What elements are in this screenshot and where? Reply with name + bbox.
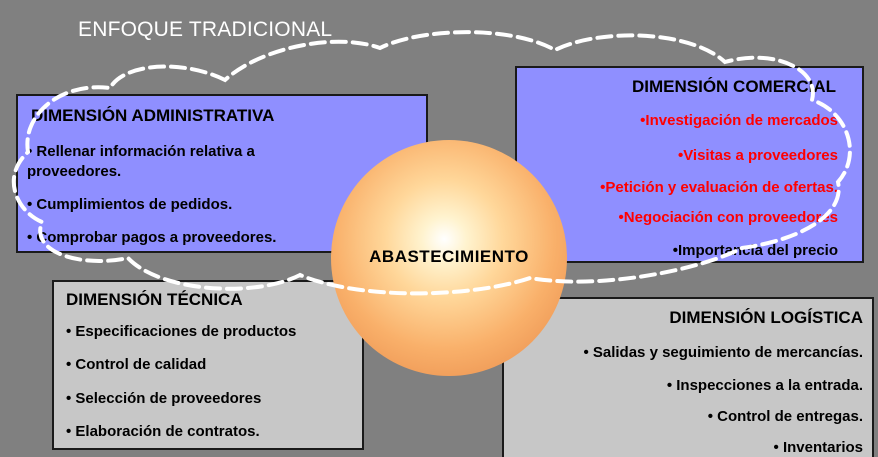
- tecnica-item: • Elaboración de contratos.: [66, 423, 260, 440]
- logistica-item: • Inventarios: [773, 439, 863, 456]
- comercial-item: •Petición y evaluación de ofertas.: [600, 179, 838, 196]
- box-dimension-logistica: DIMENSIÓN LOGÍSTICA • Salidas y seguimie…: [502, 297, 874, 457]
- admin-item: proveedores.: [27, 163, 122, 180]
- diagram-title: ENFOQUE TRADICIONAL: [78, 18, 333, 41]
- tecnica-item: • Control de calidad: [66, 356, 207, 373]
- admin-item: • Cumplimientos de pedidos.: [27, 196, 233, 213]
- logistica-item: • Salidas y seguimiento de mercancías.: [583, 344, 863, 361]
- admin-item: • Rellenar información relativa a: [27, 143, 255, 160]
- comercial-item: •Negociación con proveedores: [618, 209, 838, 226]
- box-title-logistica: DIMENSIÓN LOGÍSTICA: [669, 308, 863, 327]
- admin-item: • Comprobar pagos a proveedores.: [27, 229, 277, 246]
- box-dimension-tecnica: DIMENSIÓN TÉCNICA • Especificaciones de …: [52, 280, 364, 450]
- comercial-item: •Importancia del precio: [672, 242, 838, 259]
- box-title-comercial: DIMENSIÓN COMERCIAL: [632, 77, 836, 96]
- tecnica-item: • Selección de proveedores: [66, 390, 262, 407]
- tecnica-item: • Especificaciones de productos: [66, 323, 297, 340]
- logistica-item: • Inspecciones a la entrada.: [666, 377, 863, 394]
- box-title-tecnica: DIMENSIÓN TÉCNICA: [66, 290, 243, 309]
- box-dimension-comercial: DIMENSIÓN COMERCIAL •Investigación de me…: [515, 66, 864, 263]
- abastecimiento-label: ABASTECIMIENTO: [369, 247, 529, 266]
- logistica-item: • Control de entregas.: [707, 408, 863, 425]
- comercial-item: •Visitas a proveedores: [677, 147, 838, 164]
- box-title-administrativa: DIMENSIÓN ADMINISTRATIVA: [31, 106, 275, 125]
- comercial-item: •Investigación de mercados: [640, 112, 838, 129]
